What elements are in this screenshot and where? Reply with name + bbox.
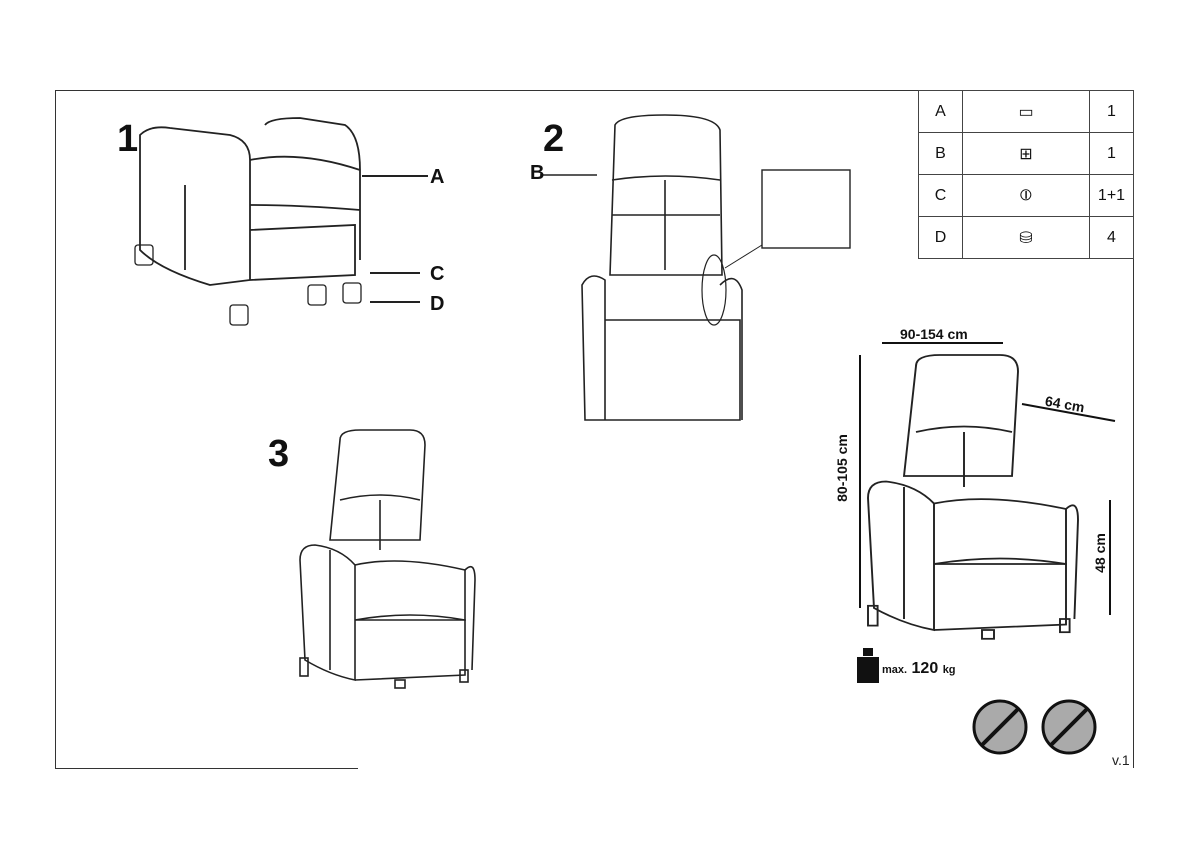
- width-dimension: 90-154 cm: [900, 326, 968, 342]
- frame-border: [55, 90, 56, 768]
- step-number: 3: [268, 433, 290, 475]
- part-letter: D: [918, 216, 963, 259]
- part-qty: 4: [1089, 216, 1134, 259]
- armchair-body-icon: ▭: [962, 90, 1090, 133]
- weight-icon: [857, 648, 879, 683]
- label-a: A: [430, 166, 445, 188]
- table-row: B⊞1: [918, 132, 1134, 175]
- seat-height-dimension: 48 cm: [1091, 533, 1108, 573]
- step-2-drawing: [540, 114, 851, 421]
- table-row: A▭1: [918, 90, 1134, 133]
- dimension-arrows: [859, 342, 1116, 615]
- parts-table: A▭1 B⊞1 C⦶1+1 D⛁4: [918, 90, 1134, 259]
- foot-icon: ⛁: [962, 216, 1090, 259]
- backrest-icon: ⊞: [962, 132, 1090, 175]
- part-letter: A: [918, 90, 963, 133]
- table-row: C⦶1+1: [918, 174, 1134, 217]
- max-load: max. 120 kg: [882, 660, 956, 678]
- bolt-icon: ⦶: [962, 174, 1090, 217]
- part-qty: 1: [1089, 90, 1134, 133]
- label-d: D: [430, 293, 445, 315]
- step-3-drawing: [299, 429, 476, 689]
- load-prefix: max.: [882, 664, 908, 676]
- load-value: 120: [911, 660, 939, 677]
- part-qty: 1: [1089, 132, 1134, 175]
- frame-border: [1133, 90, 1134, 768]
- load-unit: kg: [942, 664, 956, 676]
- height-dimension: 80-105 cm: [833, 434, 850, 502]
- part-letter: C: [918, 174, 963, 217]
- part-letter: B: [918, 132, 963, 175]
- version-label: v.1: [1112, 752, 1130, 768]
- label-b: B: [530, 162, 545, 184]
- step-number: 1: [117, 118, 139, 160]
- part-qty: 1+1: [1089, 174, 1134, 217]
- frame-border: [55, 90, 1133, 91]
- step-1-drawing: [134, 117, 428, 326]
- no-climb-icon: [972, 699, 1028, 755]
- no-stand-icon: [1041, 699, 1097, 755]
- step-number: 2: [543, 118, 565, 160]
- frame-border: [55, 768, 358, 769]
- label-c: C: [430, 263, 445, 285]
- table-row: D⛁4: [918, 216, 1134, 259]
